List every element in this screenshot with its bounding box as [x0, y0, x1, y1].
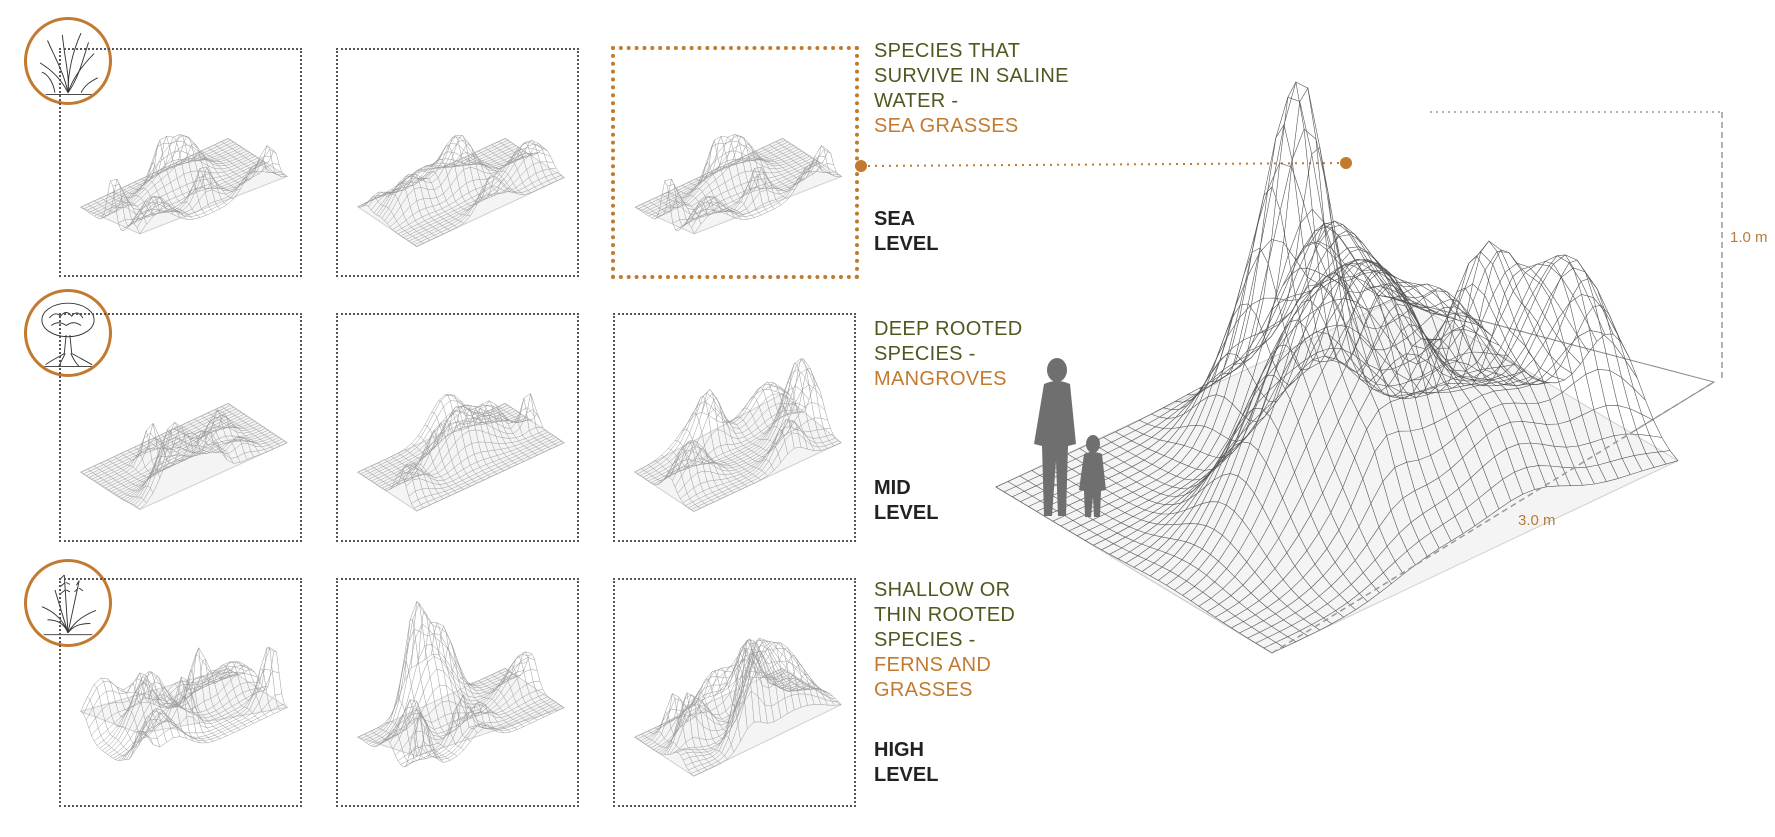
terrain-wireframe-graphic: [79, 134, 289, 235]
species-name: MANGROVES: [874, 368, 1007, 390]
species-description: SHALLOW OR THIN ROOTED SPECIES -: [874, 579, 1016, 651]
terrain-model-high-1: [59, 578, 302, 807]
terrain-wireframe-graphic: [79, 646, 289, 761]
terrain-model-mid-3: [613, 313, 856, 542]
connector-dot-end: [1340, 157, 1352, 169]
height-dimension-label: 1.0 m: [1730, 229, 1768, 246]
level-label-high: HIGH LEVEL: [874, 739, 939, 786]
length-dimension-label: 3.0 m: [1518, 512, 1556, 529]
terrain-wireframe-graphic: [356, 134, 566, 248]
terrain-model-mid-2: [336, 313, 579, 542]
species-name: FERNS AND GRASSES: [874, 654, 992, 701]
terrain-wireframe-graphic: [633, 637, 843, 777]
mangrove-medallion: [24, 289, 112, 377]
terrain-wireframe-graphic: [356, 600, 566, 768]
model-base-plate: [994, 299, 1716, 654]
species-name: SEA GRASSES: [874, 115, 1019, 137]
length-dimension-line: [1271, 381, 1715, 654]
species-description: SPECIES THAT SURVIVE IN SALINE WATER -: [874, 40, 1069, 112]
species-label-high: SHALLOW OR THIN ROOTED SPECIES - FERNS A…: [874, 578, 1084, 703]
model-wireframe-mesh: [994, 81, 1680, 654]
level-label-sea: SEA LEVEL: [874, 208, 939, 255]
terrain-model-sea-1: [59, 48, 302, 277]
terrain-model-sea-2: [336, 48, 579, 277]
terrain-model-high-2: [336, 578, 579, 807]
terrain-wireframe-graphic: [634, 134, 843, 235]
level-label-mid: MID LEVEL: [874, 477, 939, 524]
species-label-sea: SPECIES THAT SURVIVE IN SALINE WATER - S…: [874, 39, 1084, 139]
terrain-wireframe-graphic: [79, 402, 289, 511]
fern-grass-medallion: [24, 559, 112, 647]
terrain-wireframe-graphic: [356, 393, 566, 512]
sea-grass-medallion: [24, 17, 112, 105]
species-description: DEEP ROOTED SPECIES -: [874, 318, 1023, 365]
connector-line: [860, 162, 1346, 167]
terrain-model-high-3: [613, 578, 856, 807]
species-label-mid: DEEP ROOTED SPECIES - MANGROVES: [874, 317, 1084, 392]
terrain-model-mid-1: [59, 313, 302, 542]
terrain-wireframe-graphic: [633, 358, 843, 513]
terrain-model-sea-3-selected: [611, 46, 859, 279]
mangrove-tree-icon: [41, 302, 95, 368]
